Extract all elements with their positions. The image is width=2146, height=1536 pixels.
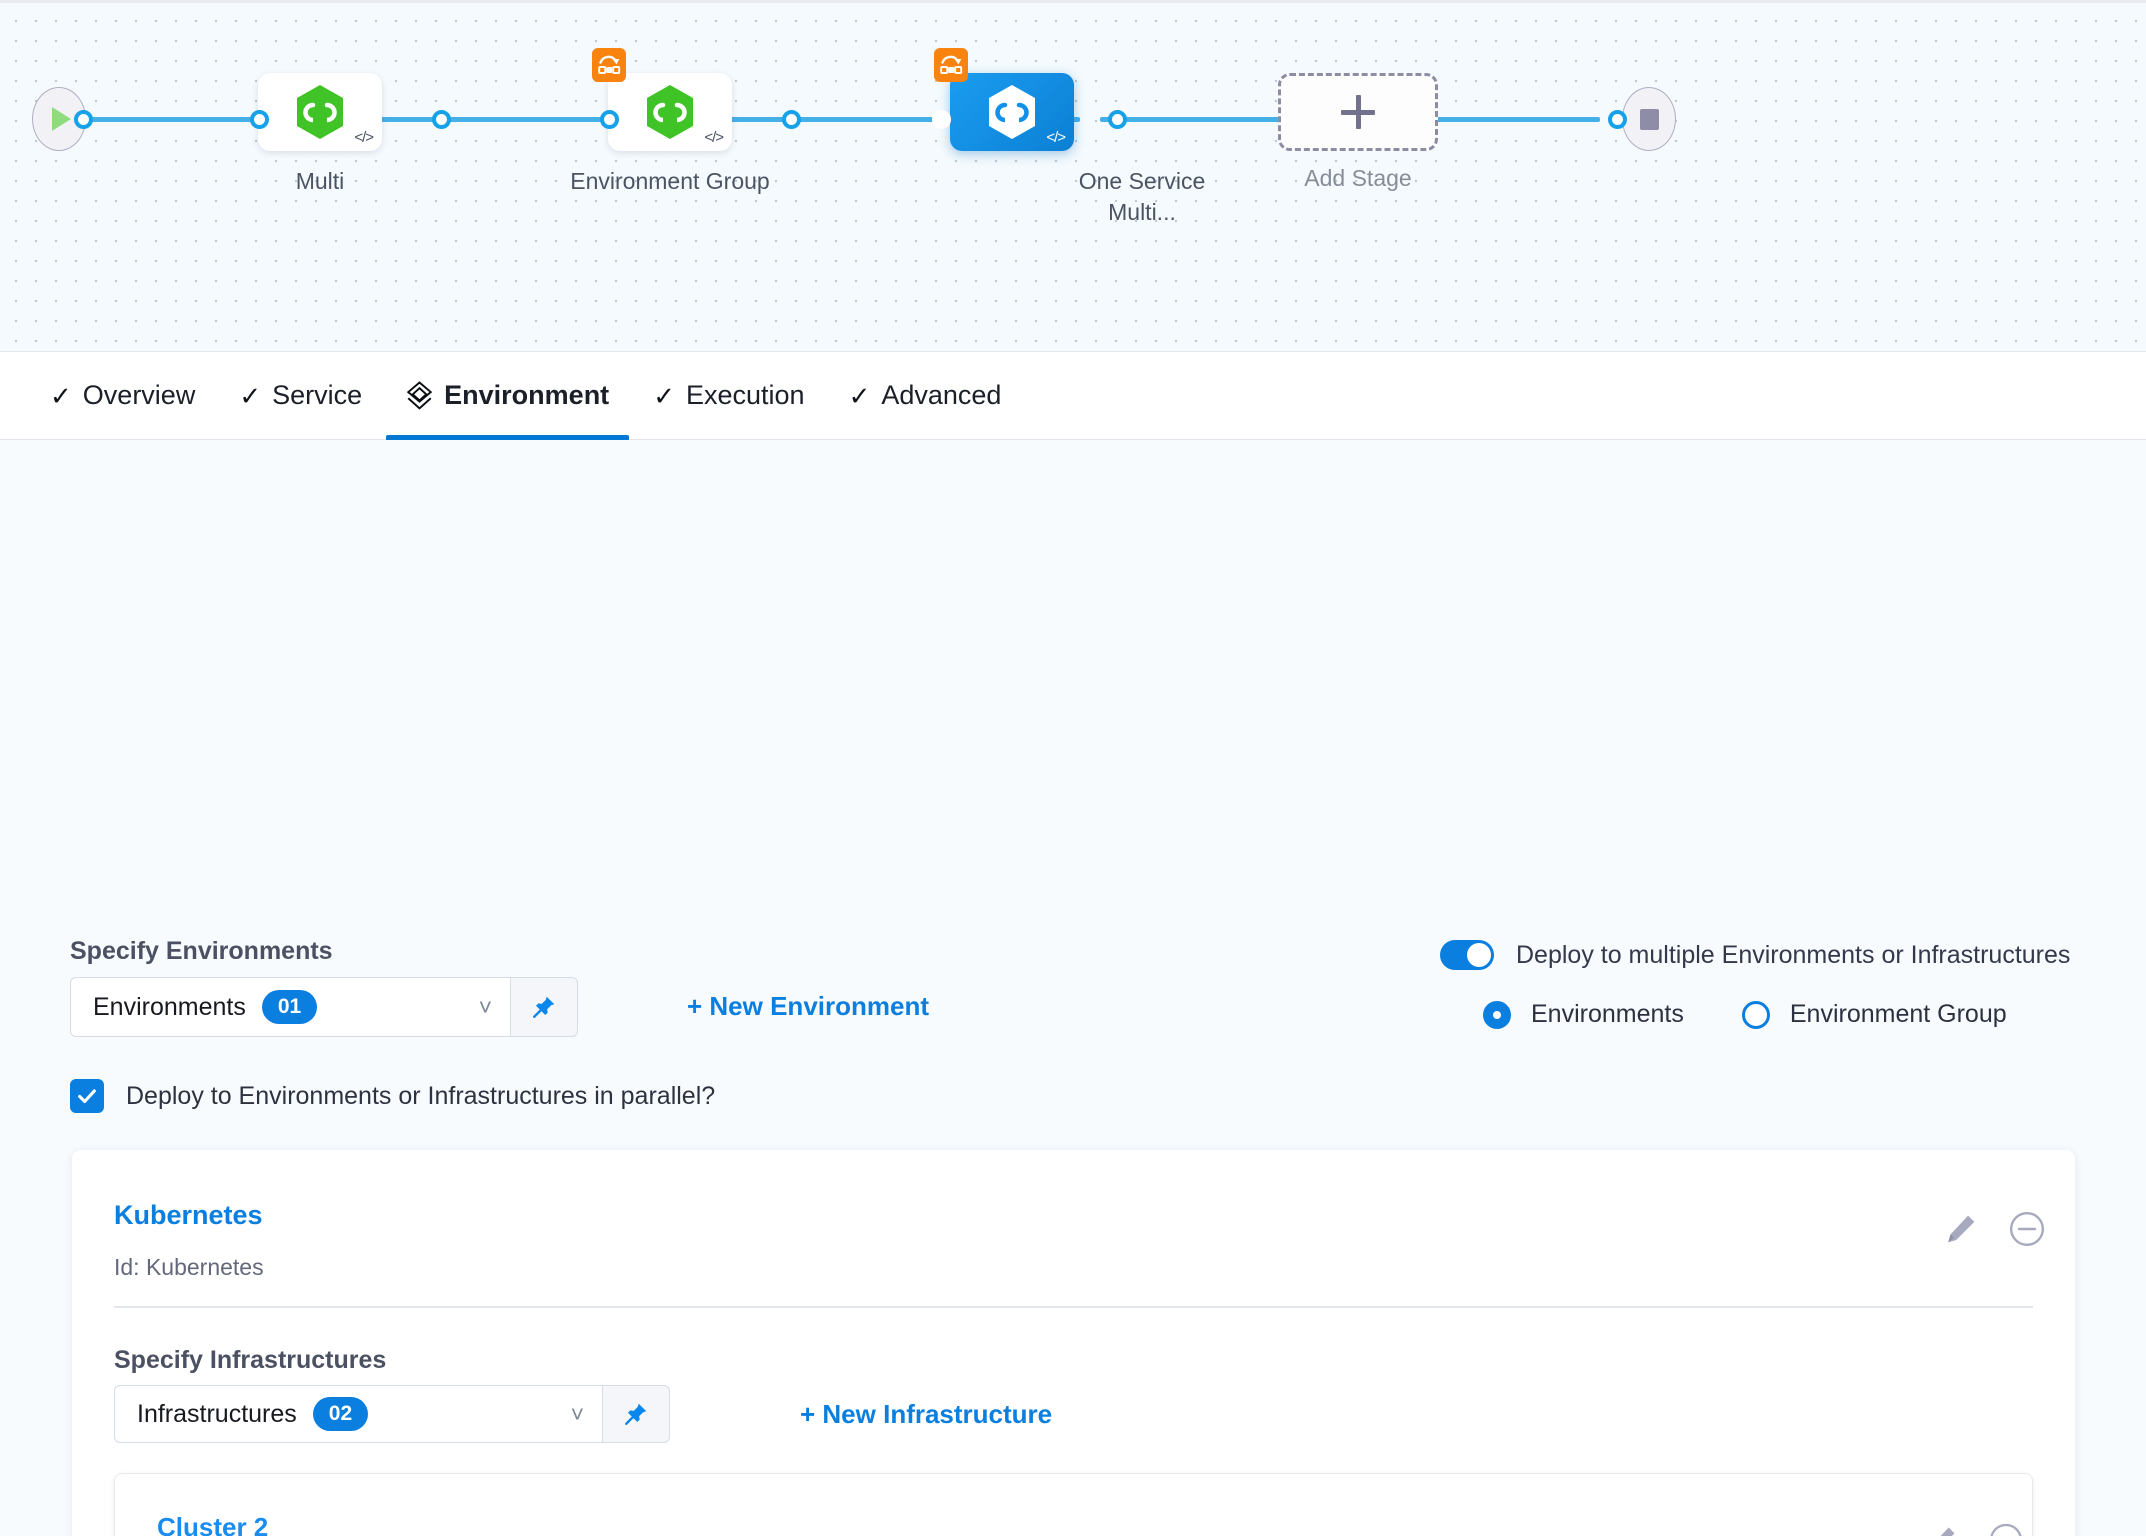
infrastructure-card: Cluster 2 Id: Cluster_2: [114, 1473, 2033, 1536]
connector-port[interactable]: [1608, 110, 1627, 129]
check-icon: ✓: [239, 380, 262, 411]
matrix-strategy-icon: [934, 48, 968, 82]
code-tag-icon[interactable]: </>: [1046, 129, 1066, 146]
deploy-target-radio-group[interactable]: Environments Environment Group: [1483, 1000, 2007, 1029]
environments-select-value: Environments: [93, 992, 246, 1021]
add-stage-label: Add Stage: [1304, 165, 1412, 191]
connector-port[interactable]: [782, 110, 801, 129]
tab-label: Environment: [444, 380, 610, 410]
infrastructures-count-badge: 02: [312, 1397, 369, 1431]
infrastructures-select[interactable]: Infrastructures 02 ˅: [114, 1385, 670, 1443]
tab-advanced[interactable]: ✓ Advanced: [827, 352, 1024, 440]
tab-execution[interactable]: ✓ Execution: [631, 352, 826, 440]
environments-count-badge: 01: [261, 990, 318, 1024]
pin-icon: [625, 1403, 647, 1425]
play-icon: [52, 107, 71, 131]
infrastructure-name-link[interactable]: Cluster 2: [157, 1512, 269, 1536]
connector-port[interactable]: [74, 110, 93, 129]
pipeline-stage-node[interactable]: </>: [258, 73, 382, 151]
pipeline-stage-node[interactable]: </>: [592, 48, 732, 151]
pin-icon: [533, 996, 555, 1018]
minus-circle-icon: [1990, 1523, 2022, 1536]
connector-port[interactable]: [600, 110, 619, 129]
stage-tabs: ✓ Overview ✓ Service Environment ✓ Execu…: [0, 352, 2146, 441]
pipeline-wire: [640, 117, 860, 122]
radio-environment-group[interactable]: [1741, 1000, 1770, 1029]
pipeline-wire: [440, 117, 650, 122]
pencil-icon: [1948, 1215, 1975, 1243]
infrastructures-select-box[interactable]: Infrastructures 02 ˅: [114, 1385, 602, 1443]
multi-deploy-toggle[interactable]: [1440, 940, 1494, 970]
check-icon: ✓: [848, 380, 871, 411]
pipeline-end-node[interactable]: [1622, 87, 1676, 151]
tab-environment[interactable]: Environment: [384, 352, 631, 441]
environment-remove-button[interactable]: [2008, 1210, 2046, 1248]
chevron-down-icon: ˅: [478, 993, 492, 1020]
connector-port[interactable]: [1108, 110, 1127, 129]
chevron-down-icon: ˅: [570, 1400, 584, 1427]
radio-environments[interactable]: [1483, 1000, 1511, 1029]
specify-environments-label: Specify Environments: [70, 937, 333, 965]
pipeline-stage-label: Environment Group: [570, 168, 770, 194]
pipeline-stage-node-selected[interactable]: </>: [934, 48, 1074, 151]
pipeline-wire: [68, 117, 268, 122]
tab-label: Overview: [82, 380, 196, 410]
environments-select[interactable]: Environments 01 ˅: [70, 977, 578, 1037]
tab-service[interactable]: ✓ Service: [217, 352, 384, 440]
environment-edit-button[interactable]: [1944, 1212, 1978, 1246]
minus-circle-icon: [2009, 1211, 2045, 1247]
stop-icon: [1639, 108, 1659, 130]
environments-select-box[interactable]: Environments 01 ˅: [70, 977, 510, 1037]
code-tag-icon[interactable]: </>: [354, 129, 374, 146]
environment-id-text: Id: Kubernetes: [114, 1254, 264, 1280]
connector-port[interactable]: [250, 110, 269, 129]
environment-name-link[interactable]: Kubernetes: [114, 1200, 263, 1230]
connector-port[interactable]: [432, 110, 451, 129]
radio-environment-group-label: Environment Group: [1789, 1000, 2007, 1028]
environment-card: Kubernetes Id: Kubernetes Specify Infras…: [72, 1150, 2075, 1536]
harness-hex-icon: [297, 85, 343, 139]
infrastructures-pin-button[interactable]: [602, 1385, 670, 1443]
check-icon: ✓: [50, 380, 72, 411]
pencil-icon: [1940, 1527, 1955, 1536]
new-infrastructure-link[interactable]: + New Infrastructure: [800, 1399, 1053, 1429]
connector-port[interactable]: [932, 110, 951, 129]
environment-panel: Specify Environments Environments 01 ˅ +…: [0, 440, 2146, 1536]
parallel-deploy-checkbox-row[interactable]: Deploy to Environments or Infrastructure…: [70, 1079, 715, 1113]
pipeline-stage-label: One Service Multi...: [1078, 168, 1206, 225]
add-stage-button[interactable]: [1278, 73, 1438, 151]
multi-deploy-toggle-row[interactable]: Deploy to multiple Environments or Infra…: [1440, 940, 2070, 970]
tab-label: Service: [272, 380, 363, 410]
check-icon: ✓: [653, 380, 675, 411]
environments-pin-button[interactable]: [510, 977, 578, 1037]
card-divider: [114, 1306, 2033, 1308]
check-icon: [78, 1089, 96, 1104]
layers-icon: [406, 380, 433, 410]
code-tag-icon[interactable]: </>: [704, 129, 724, 146]
specify-infrastructures-label: Specify Infrastructures: [114, 1346, 387, 1374]
matrix-strategy-icon: [592, 48, 626, 82]
tab-label: Execution: [685, 380, 805, 410]
infrastructures-select-value: Infrastructures: [137, 1399, 297, 1428]
plus-icon: [1341, 95, 1375, 129]
multi-deploy-toggle-label: Deploy to multiple Environments or Infra…: [1516, 940, 2071, 969]
parallel-deploy-checkbox[interactable]: [70, 1079, 104, 1113]
radio-environments-label: Environments: [1531, 1000, 1684, 1028]
tab-label: Advanced: [881, 380, 1002, 410]
infrastructure-edit-button[interactable]: [1926, 1524, 1958, 1536]
harness-hex-icon: [647, 85, 693, 139]
parallel-deploy-label: Deploy to Environments or Infrastructure…: [126, 1081, 716, 1110]
harness-hex-icon: [989, 85, 1035, 139]
new-environment-link[interactable]: + New Environment: [687, 991, 929, 1021]
tab-overview[interactable]: ✓ Overview: [28, 352, 217, 440]
infrastructure-remove-button[interactable]: [1988, 1522, 2024, 1536]
pipeline-stage-label: Multi: [295, 168, 345, 194]
pipeline-canvas[interactable]: </> Multi </> Environment Group: [0, 0, 2146, 352]
